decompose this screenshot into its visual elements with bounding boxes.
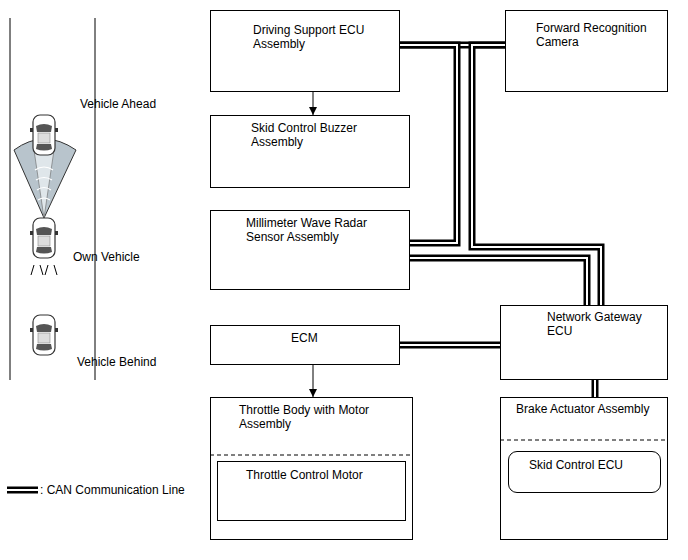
car-behind [30, 315, 58, 355]
can-line [400, 45, 457, 243]
throttle-body-box: Throttle Body with Motor AssemblyThrottl… [210, 397, 413, 540]
road-edge [95, 18, 96, 380]
can-line [410, 258, 587, 305]
dashed-divider [210, 455, 413, 456]
node-label: Throttle Control Motor [246, 468, 363, 482]
car-ahead [30, 115, 58, 155]
arrow-line [313, 92, 314, 115]
can-line-inner [400, 45, 457, 243]
can-line-outer [410, 258, 587, 305]
radar-waves [35, 167, 53, 200]
node-label: Network Gateway ECU [547, 310, 655, 339]
vehicle-label: Vehicle Ahead [80, 97, 156, 111]
can-line-outer [472, 45, 601, 305]
can-line [595, 380, 596, 397]
vehicle-label: Own Vehicle [73, 250, 140, 264]
car-own [30, 218, 58, 258]
node-label: Millimeter Wave Radar Sensor Assembly [246, 216, 386, 245]
can-line-inner [400, 344, 500, 346]
signal-arrow [313, 365, 314, 397]
node-label: Skid Control ECU [529, 458, 623, 472]
skid-ecu-box: Skid Control ECU [508, 451, 661, 493]
can-line-outer [400, 342, 500, 349]
arrow-line [313, 365, 314, 397]
camera-cone [34, 148, 54, 219]
can-line [472, 45, 601, 305]
ecu-box: Driving Support ECU Assembly [210, 10, 400, 92]
node-label: Brake Actuator Assembly [516, 402, 649, 416]
can-line-outer [592, 380, 599, 397]
legend-text: : CAN Communication Line [40, 483, 185, 497]
ecm-box: ECM [210, 325, 400, 365]
can-line-inner [410, 258, 587, 305]
signal-arrow [313, 92, 314, 115]
brake-actuator-box: Brake Actuator AssemblySkid Control ECU [500, 397, 668, 540]
can-line [400, 345, 500, 346]
gateway-box: Network Gateway ECU [500, 305, 668, 380]
road-edge [10, 18, 11, 380]
camera-box: Forward Recognition Camera [505, 10, 668, 92]
can-line-outer [400, 45, 457, 243]
dashed-divider [500, 440, 668, 441]
node-label: Forward Recognition Camera [536, 21, 658, 50]
buzzer-box: Skid Control Buzzer Assembly [210, 115, 410, 188]
node-label: Skid Control Buzzer Assembly [251, 121, 381, 150]
motor-box: Throttle Control Motor [217, 461, 406, 521]
node-label: ECM [291, 331, 318, 345]
legend-line-sample [7, 490, 38, 491]
radar-box: Millimeter Wave Radar Sensor Assembly [210, 210, 410, 290]
node-label: Driving Support ECU Assembly [253, 23, 383, 52]
node-label: Throttle Body with Motor Assembly [239, 403, 399, 432]
can-line-inner [472, 45, 601, 305]
motion-marks [31, 265, 57, 275]
can-line-inner [594, 380, 596, 397]
vehicle-label: Vehicle Behind [77, 355, 156, 369]
